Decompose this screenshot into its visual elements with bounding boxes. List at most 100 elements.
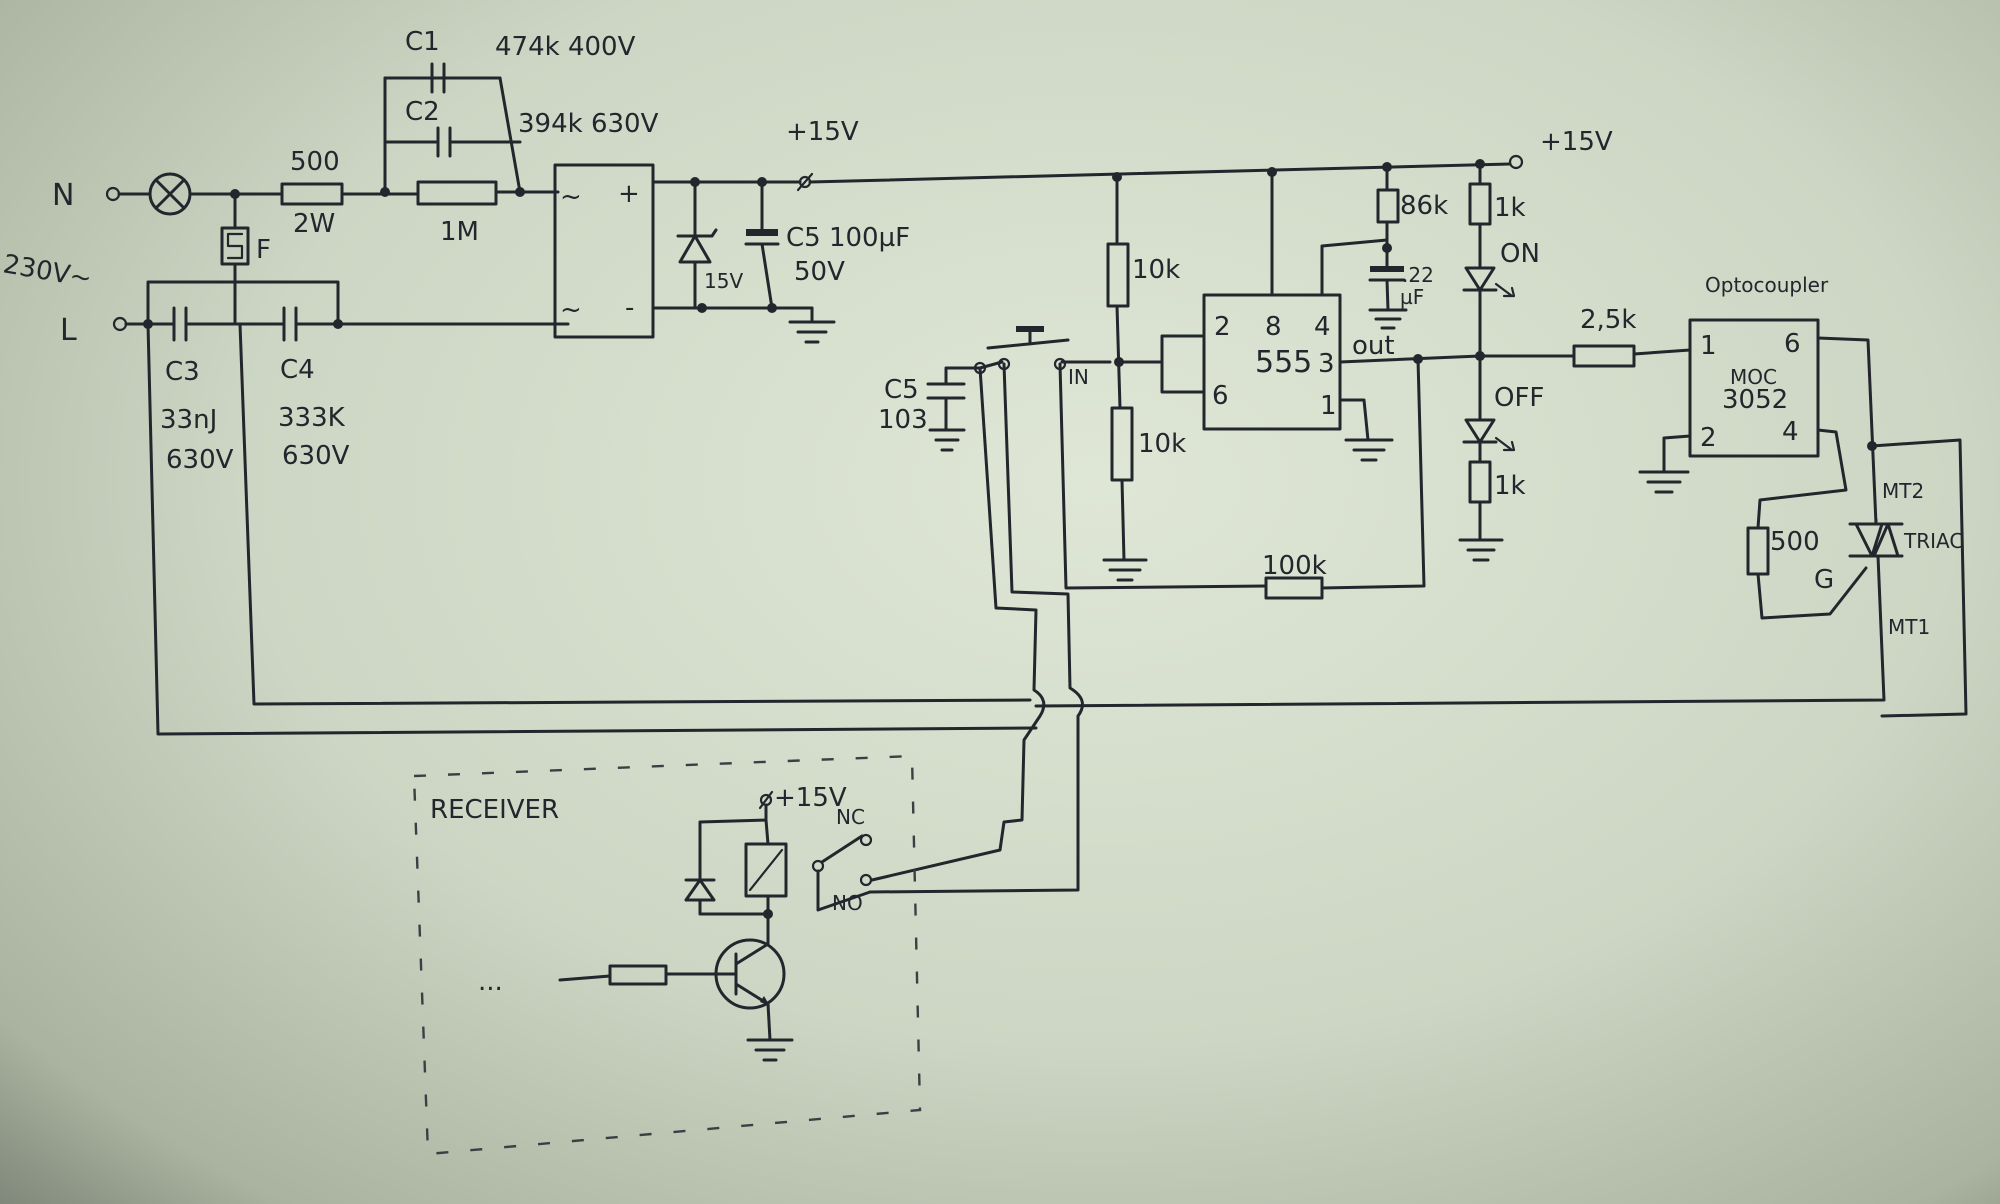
ground-icon (788, 306, 836, 344)
wire (698, 803, 770, 862)
resistor-base (608, 964, 668, 986)
neutral-label: N (52, 178, 74, 213)
mt2-label: MT2 (1882, 479, 1924, 503)
r1m-value: 1M (440, 217, 479, 247)
wire-pin6 (1816, 336, 1878, 526)
c2-name: C2 (405, 97, 440, 127)
wire-out (1338, 354, 1482, 364)
zener-value: 15V (704, 269, 743, 293)
wire-pin1 (1338, 398, 1370, 442)
resistor-1k-bottom (1468, 460, 1492, 504)
receiver-module: RECEIVER +15V NC NO ... (412, 754, 922, 1156)
ground-icon (1638, 470, 1690, 494)
resistor-10k-top (1106, 242, 1130, 308)
r500-gate-value: 500 (1770, 527, 1820, 557)
wire-pin4 (1756, 428, 1848, 530)
fuse-mark (226, 232, 244, 260)
wire (1662, 434, 1692, 474)
ground-icon (1102, 558, 1148, 582)
timing-network: 86k .22 µF (1368, 165, 1448, 330)
c4-voltage: 630V (282, 441, 350, 471)
live-terminal (112, 316, 128, 332)
ic-pin-1: 1 (1320, 391, 1337, 421)
opto-pin-1: 1 (1700, 331, 1717, 361)
relay-nc-terminal (859, 833, 873, 847)
resistor-10k-bottom (1110, 406, 1134, 482)
neutral-terminal (105, 186, 121, 202)
zener-symbol (676, 228, 718, 264)
c4-value: 333K (278, 403, 346, 433)
wire (816, 869, 872, 912)
opto-pin-2: 2 (1700, 423, 1717, 453)
bridge-minus: - (625, 293, 634, 323)
rx-vcc-label: +15V (774, 783, 847, 813)
input-label: IN (1068, 365, 1089, 389)
opto-title: Optocoupler (1705, 273, 1829, 297)
resistor-86k (1376, 188, 1400, 224)
flyback-diode-icon (684, 878, 716, 902)
r500-value: 500 (290, 147, 340, 177)
triac-icon (1854, 522, 1900, 558)
c5b-value: 103 (878, 405, 928, 435)
junction (1382, 243, 1392, 253)
capacitor-c1 (430, 62, 446, 94)
optocoupler-body (1688, 318, 1820, 458)
cap22-unit: µF (1400, 285, 1424, 309)
c1-name: C1 (405, 27, 440, 57)
wire-to-relay-no (868, 362, 1084, 894)
wire (558, 972, 738, 982)
capacitor-c5-103 (926, 382, 966, 400)
push-button: IN C5 103 (868, 326, 1268, 894)
no-label: NO (832, 891, 863, 915)
wire (1632, 348, 1692, 356)
c3-voltage: 630V (166, 445, 234, 475)
cap-plate (1368, 278, 1406, 312)
out-label: out (1352, 331, 1395, 361)
bridge-plus: + (618, 179, 640, 209)
supply-rail (808, 162, 1512, 184)
triac: MT2 TRIAC G MT1 (1034, 438, 1968, 718)
c3-value: 33nJ (160, 405, 217, 435)
wire-to-relay-nc (870, 366, 1046, 882)
resistor-2-5k (1572, 344, 1636, 368)
mains-input: N 500 2W 1M C1 474k 400V C2 394k 630V (1, 27, 1038, 736)
led-light-arrow (1494, 282, 1516, 298)
resistor-1k-top (1468, 182, 1492, 226)
r1k-bottom-value: 1k (1494, 471, 1526, 501)
led-off-label: OFF (1494, 383, 1544, 413)
wire-pin4 (1320, 238, 1389, 297)
wire-mt2-return (1870, 438, 1968, 718)
junction (697, 303, 707, 313)
resistor-500 (280, 182, 344, 206)
r100k-value: 100k (1262, 551, 1327, 581)
lamp-icon (148, 172, 192, 216)
led-off-icon (1462, 418, 1498, 444)
cap-plate (1370, 266, 1404, 272)
triac-label: TRIAC (1903, 529, 1963, 553)
mains-label: 230V~ (1, 249, 94, 294)
vcc-mark (796, 172, 814, 192)
capacitor-c2 (436, 126, 452, 158)
wire (944, 366, 982, 432)
bridge-rectifier: ~ + ~ - (553, 163, 814, 339)
optocoupler-section: 2,5k Optocoupler 1 6 MOC 3052 2 4 500 (1478, 273, 1878, 620)
vcc-label-1: +15V (786, 117, 859, 147)
c5-voltage: 50V (794, 257, 845, 287)
c1-value: 474k 400V (495, 32, 636, 62)
vcc-label-2: +15V (1540, 127, 1613, 157)
ground-icon (1344, 438, 1394, 462)
wire-fuse-return (238, 322, 1032, 706)
resistor-1m (416, 180, 498, 206)
wire (1120, 478, 1126, 562)
relay-coil (744, 842, 788, 898)
wire (760, 180, 774, 310)
resistor-100k (1264, 576, 1324, 600)
nc-label: NC (836, 805, 865, 829)
vcc-terminal-2 (1508, 154, 1524, 170)
ground-icon (746, 1038, 794, 1062)
bridge-box (553, 163, 655, 339)
transistor-leads (734, 942, 772, 1042)
vcc-mark (758, 790, 774, 810)
wire-mt1 (1034, 554, 1886, 708)
